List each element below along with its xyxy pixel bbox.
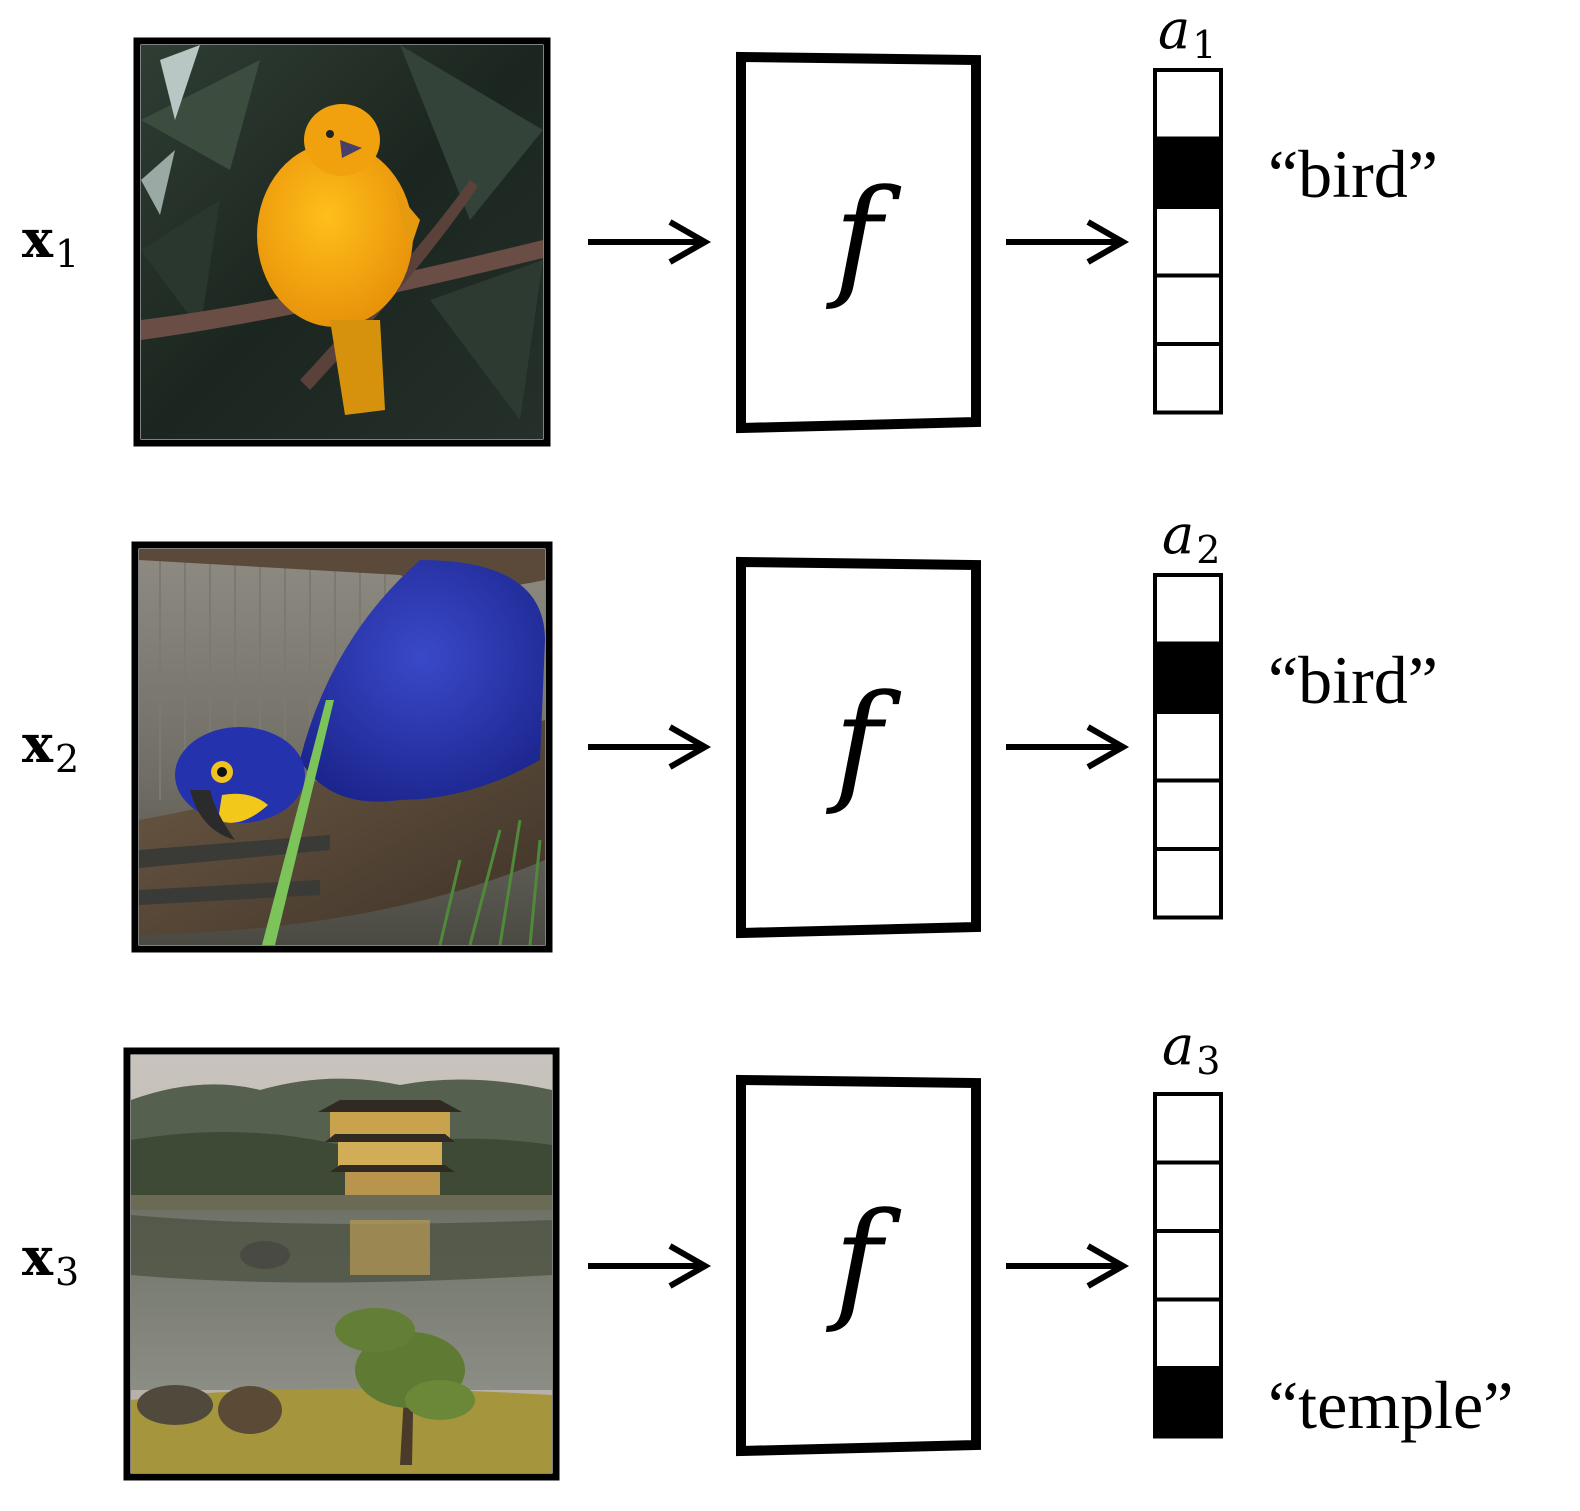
image-frame xyxy=(131,541,553,953)
vector-cell xyxy=(1153,273,1223,346)
class-label: “temple” xyxy=(1268,1367,1513,1443)
arrow-function-to-activation xyxy=(1006,724,1130,770)
activation-label-a1: a1 xyxy=(1158,0,1216,67)
vector-cell xyxy=(1153,710,1223,783)
row-3: x3 xyxy=(22,1014,1513,1481)
image-frame xyxy=(133,37,551,447)
arrow-input-to-function xyxy=(588,724,712,770)
input-image-parrot xyxy=(139,549,545,945)
row-1: x1 f xyxy=(22,0,1438,447)
input-label-x2: x2 xyxy=(22,714,79,781)
input-image-bird xyxy=(141,45,543,439)
vector-cell xyxy=(1153,573,1223,646)
vector-cell xyxy=(1153,1297,1223,1370)
vector-cell xyxy=(1153,847,1223,920)
activation-vector xyxy=(1153,1092,1223,1439)
image-frame xyxy=(123,1047,560,1481)
function-box: f xyxy=(736,51,981,434)
function-box: f xyxy=(736,1074,981,1457)
class-label: “bird” xyxy=(1268,136,1438,212)
arrow-function-to-activation xyxy=(1006,219,1130,265)
arrow-function-to-activation xyxy=(1006,1243,1130,1289)
activation-vector xyxy=(1153,68,1223,415)
vector-cell xyxy=(1153,205,1223,278)
vector-cell-active xyxy=(1153,136,1223,209)
activation-label-a2: a2 xyxy=(1162,503,1220,572)
input-image-temple xyxy=(131,1055,552,1473)
activation-label-a3: a3 xyxy=(1162,1014,1220,1083)
arrow-input-to-function xyxy=(588,1243,712,1289)
activation-vector xyxy=(1153,573,1223,920)
vector-cell xyxy=(1153,1092,1223,1165)
class-label: “bird” xyxy=(1268,642,1438,718)
vector-cell xyxy=(1153,342,1223,415)
vector-cell xyxy=(1153,68,1223,141)
vector-cell xyxy=(1153,1229,1223,1302)
vector-cell xyxy=(1153,1160,1223,1233)
input-label-x3: x3 xyxy=(22,1227,79,1294)
vector-cell-active xyxy=(1153,641,1223,714)
vector-cell-active xyxy=(1153,1366,1223,1439)
row-2: x2 xyxy=(22,503,1438,953)
vector-cell xyxy=(1153,778,1223,851)
function-box: f xyxy=(736,556,981,939)
arrow-input-to-function xyxy=(588,219,712,265)
input-label-x1: x1 xyxy=(22,209,79,276)
